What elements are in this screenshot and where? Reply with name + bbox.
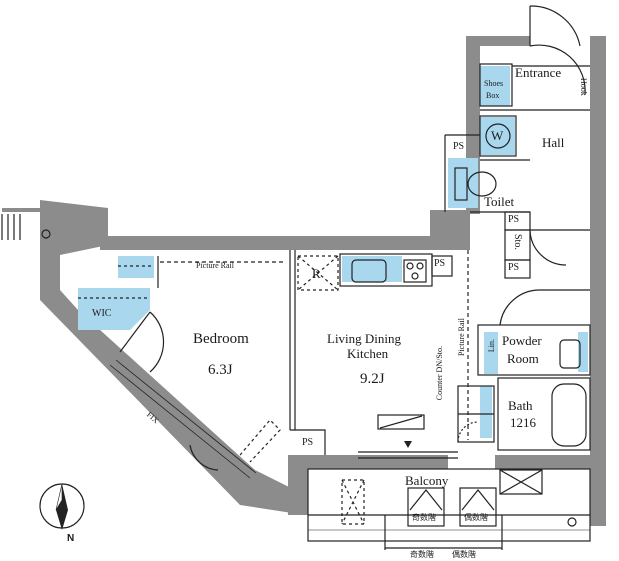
label-north: N: [67, 533, 75, 544]
wall-diagonal: [40, 260, 305, 515]
label-entrance: Entrance: [515, 65, 562, 80]
label-powder-2: Room: [507, 351, 539, 366]
wall-core: [430, 210, 470, 250]
label-ldk-size: 9.2J: [360, 371, 385, 387]
label-hook: Hook: [579, 78, 588, 96]
label-toilet: Toilet: [484, 194, 515, 209]
label-wic: WIC: [92, 308, 112, 319]
label-powder-1: Powder: [502, 333, 542, 348]
label-bedroom: Bedroom: [193, 331, 249, 347]
label-ldk-1: Living Dining: [327, 331, 402, 346]
label-sto: Sto.: [512, 234, 523, 250]
wall-bottom-right: [495, 455, 605, 469]
wic-shelf-fill: [118, 256, 154, 278]
wall-top-entrance: [480, 36, 530, 46]
wall-bottom-left: [288, 455, 448, 469]
label-picture-rail-bedroom: Picture Rail: [196, 261, 234, 270]
shoes-box-fill: [480, 66, 510, 106]
label-even-floor-bottom: 偶数階: [452, 550, 476, 559]
powder-fill: [578, 332, 588, 372]
label-ps-hall: PS: [453, 141, 465, 152]
label-picture-rail-ldk: Picture Rail: [457, 318, 466, 356]
label-ps-bottom: PS: [302, 437, 314, 448]
wall-balcony-top: [2, 208, 40, 212]
wic-fill: [78, 288, 150, 330]
label-ldk-2: Kitchen: [347, 346, 389, 361]
wall-top: [100, 236, 440, 250]
label-bath: Bath: [508, 398, 533, 413]
label-odd-floor-bottom: 奇数階: [410, 550, 434, 559]
label-refrigerator: R: [312, 266, 321, 281]
window-marker: [404, 441, 412, 448]
compass-icon: [39, 483, 85, 530]
label-ps-right-1: PS: [508, 214, 520, 225]
label-ps-right-2: PS: [508, 262, 520, 273]
label-shoes-box-1: Shoes: [484, 79, 504, 88]
wall-balcony-right: [590, 455, 606, 525]
linen-fill: [484, 332, 498, 374]
label-counter: Counter DN/Sto.: [435, 346, 444, 401]
counter-fill: [480, 386, 492, 438]
label-hall: Hall: [542, 135, 565, 150]
wall-bottom-post: [288, 455, 308, 515]
label-bath-size: 1216: [510, 415, 536, 430]
label-even-floor: 偶数階: [464, 513, 488, 522]
label-bedroom-size: 6.3J: [208, 362, 233, 378]
exterior-walls: [2, 36, 606, 526]
label-odd-floor: 奇数階: [412, 513, 436, 522]
interior-lines: [1, 5, 591, 550]
label-linen: Lin.: [487, 339, 496, 353]
label-balcony: Balcony: [405, 473, 449, 488]
label-shoes-box-2: Box: [486, 91, 500, 100]
label-washer: W: [491, 128, 504, 143]
label-ps-kitchen: PS: [434, 258, 446, 269]
wall-right: [590, 36, 606, 526]
